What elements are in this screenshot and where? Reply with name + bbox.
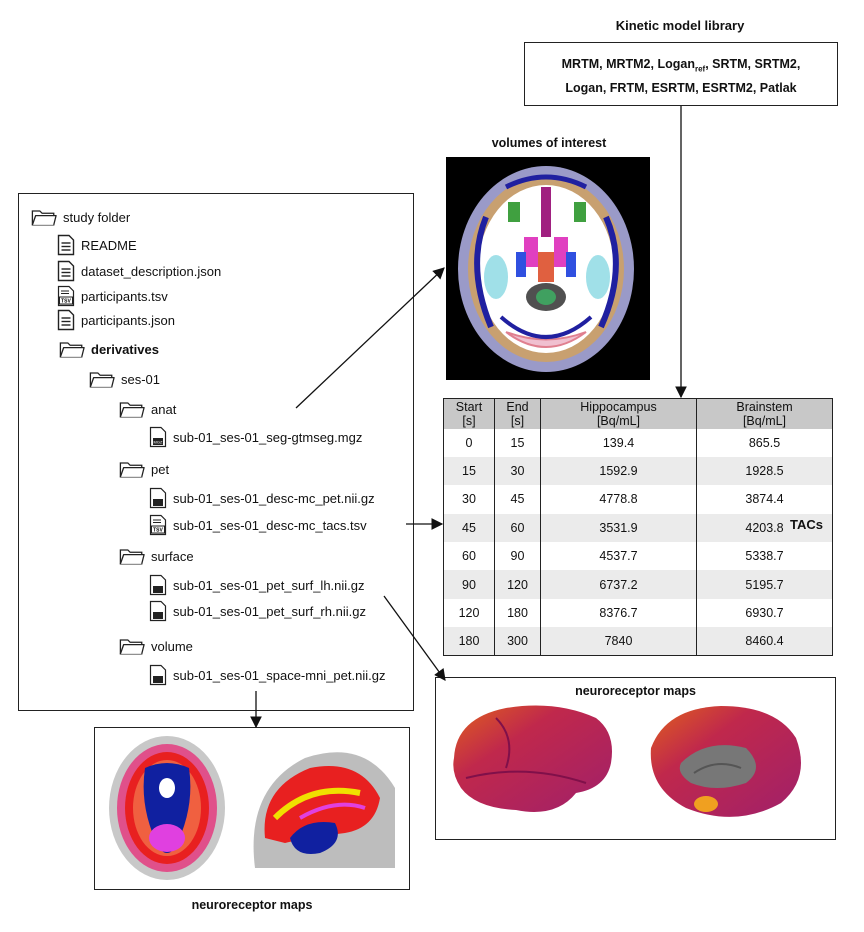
neuroreceptor-maps-left-title: neuroreceptor maps — [191, 898, 313, 912]
library-title: Kinetic model library — [615, 18, 745, 33]
tacs-header-row: Start[s] End[s] Hippocampus[Bq/mL] Brain… — [443, 398, 833, 429]
svg-text:TSV: TSV — [153, 528, 163, 534]
header-end: End[s] — [494, 398, 541, 429]
header-start: Start[s] — [443, 398, 495, 429]
header-hippocampus: Hippocampus[Bq/mL] — [540, 398, 697, 429]
voi-image — [446, 157, 650, 380]
tree-surface-file2[interactable]: sub-01_ses-01_pet_surf_rh.nii.gz — [149, 600, 366, 622]
arrow-to-voi — [295, 267, 445, 409]
tacs-label: TACs — [790, 517, 823, 532]
svg-text:TSV: TSV — [61, 299, 71, 305]
tree-study-folder[interactable]: study folder — [31, 207, 130, 227]
tree-anat[interactable]: anat — [119, 399, 176, 419]
tree-participants-tsv[interactable]: TSV participants.tsv — [57, 285, 168, 307]
tree-readme[interactable]: README — [57, 234, 137, 256]
tree-pet[interactable]: pet — [119, 459, 169, 479]
mgz-file-icon — [149, 574, 167, 596]
tsv-file-icon: TSV — [149, 514, 167, 536]
library-line1: MRTM, MRTM2, Loganref, SRTM, SRTM2, — [561, 57, 801, 74]
mgz-file-icon — [149, 600, 167, 622]
tree-surface-file1[interactable]: sub-01_ses-01_pet_surf_lh.nii.gz — [149, 574, 365, 596]
surface-brain-image — [453, 705, 801, 817]
volume-brain-image — [109, 736, 405, 888]
arrow-to-surface-maps — [383, 595, 446, 681]
tree-derivatives[interactable]: derivatives — [59, 339, 159, 359]
mgz-file-icon — [149, 487, 167, 509]
tree-pet-file1[interactable]: sub-01_ses-01_desc-mc_pet.nii.gz — [149, 487, 375, 509]
library-box: MRTM, MRTM2, Loganref, SRTM, SRTM2, Loga… — [524, 42, 838, 106]
mgz-file-icon — [149, 664, 167, 686]
tsv-file-icon: TSV — [57, 285, 75, 307]
tree-anat-file[interactable]: MGZ sub-01_ses-01_seg-gtmseg.mgz — [149, 426, 362, 448]
tree-pet-file2[interactable]: TSV sub-01_ses-01_desc-mc_tacs.tsv — [149, 514, 367, 536]
file-tree: study folder README dataset_description.… — [18, 193, 414, 711]
neuroreceptor-maps-left — [94, 727, 410, 890]
library-line2: Logan, FRTM, ESRTM, ESRTM2, Patlak — [565, 80, 797, 95]
neuroreceptor-maps-right-title: neuroreceptor maps — [575, 684, 696, 698]
header-brainstem: Brainstem[Bq/mL] — [696, 398, 833, 429]
tree-dataset-description[interactable]: dataset_description.json — [57, 260, 221, 282]
neuroreceptor-maps-right — [435, 677, 836, 840]
tree-session[interactable]: ses-01 — [89, 369, 160, 389]
mgz-file-icon: MGZ — [149, 426, 167, 448]
voi-title: volumes of interest — [491, 136, 607, 150]
tree-volume[interactable]: volume — [119, 636, 193, 656]
tree-participants-json[interactable]: participants.json — [57, 309, 175, 331]
tree-volume-file[interactable]: sub-01_ses-01_space-mni_pet.nii.gz — [149, 664, 385, 686]
tree-surface[interactable]: surface — [119, 546, 194, 566]
tacs-table: Start[s] End[s] Hippocampus[Bq/mL] Brain… — [443, 398, 833, 657]
svg-text:MGZ: MGZ — [154, 440, 163, 445]
